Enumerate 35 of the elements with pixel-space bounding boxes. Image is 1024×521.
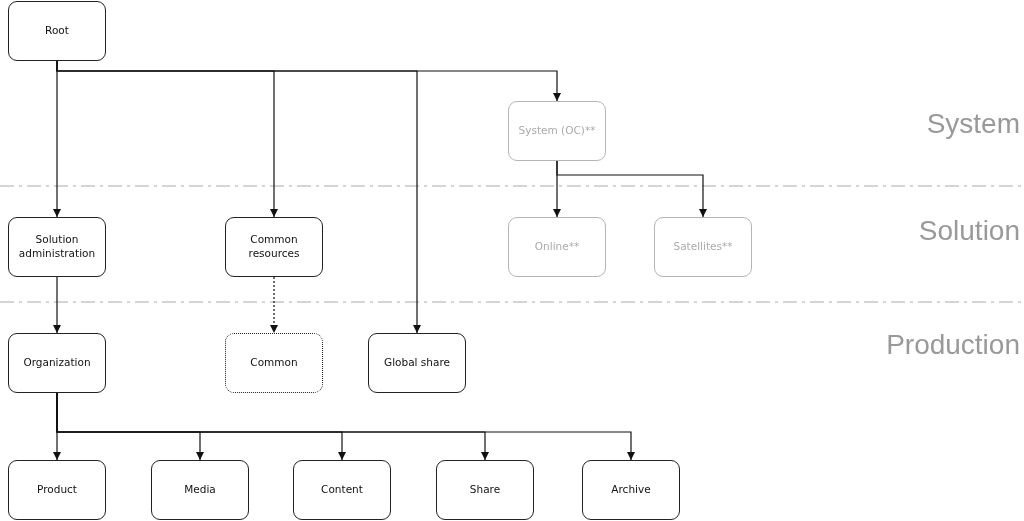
section-label: Solution (918, 215, 1020, 247)
process-box (8, 217, 106, 277)
process-box (225, 333, 323, 393)
process-box (293, 460, 391, 520)
node-label: Organization (23, 356, 91, 370)
process-box (508, 217, 606, 277)
arrow (53, 276, 61, 334)
node-label: Product (37, 483, 77, 497)
process-box (368, 333, 466, 393)
node-label: Common (250, 356, 298, 370)
arrow (556, 160, 707, 218)
node-label: Online** (534, 240, 580, 254)
process-box (508, 101, 606, 161)
node-label: Satellites** (673, 240, 733, 254)
process-box (8, 460, 106, 520)
process-box (8, 1, 106, 61)
process-box (654, 217, 752, 277)
node-label: System (OC)** (518, 124, 596, 138)
node-label: Share (469, 483, 501, 497)
node-label: Root (45, 24, 69, 38)
arrow (56, 60, 561, 102)
node-label: Global share (384, 356, 450, 370)
arrow (270, 276, 278, 334)
node-label: Content (321, 483, 363, 497)
process-box (8, 333, 106, 393)
process-box (225, 217, 323, 277)
process-box (151, 460, 249, 520)
node-label: Media (184, 483, 216, 497)
section-label: System (926, 108, 1020, 140)
process-box (582, 460, 680, 520)
process-box (436, 460, 534, 520)
section-label: Production (886, 329, 1020, 361)
node-label: Archive (611, 483, 651, 497)
node-label: Common resources (247, 233, 301, 261)
node-label: Solution administration (17, 233, 97, 261)
